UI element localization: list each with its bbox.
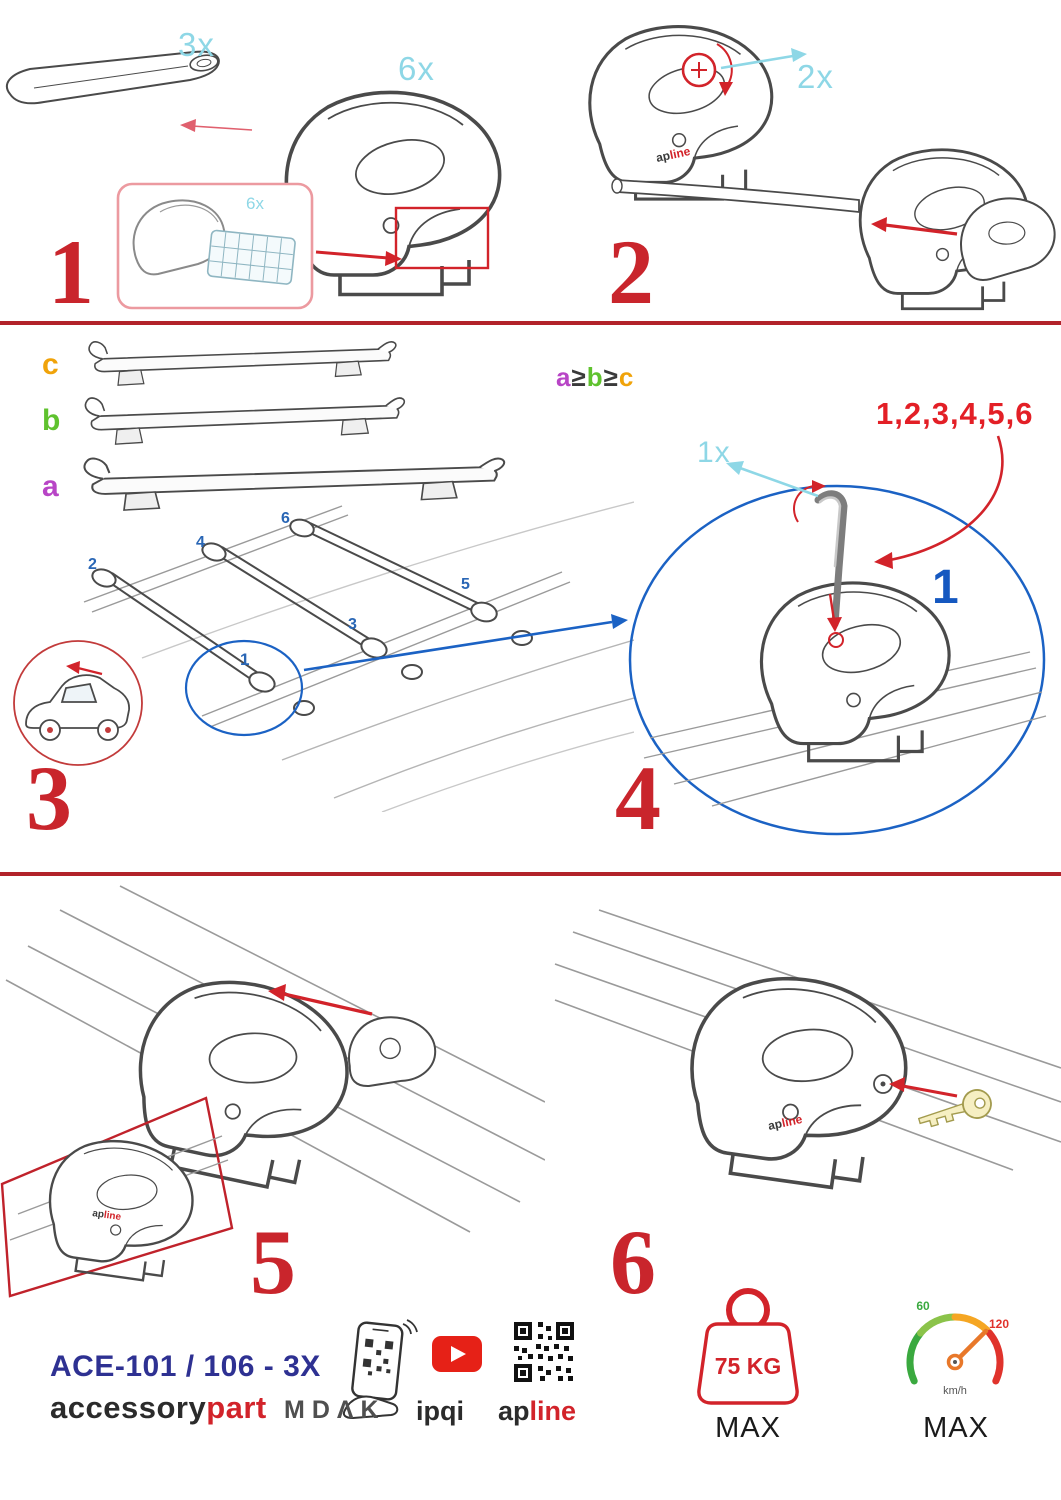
sequence-arrow [874, 435, 1004, 569]
rubber-pad [206, 229, 296, 285]
brand-accessory: accessory [50, 1390, 207, 1425]
foot-assembly [284, 90, 502, 297]
bar-label-b: b [42, 404, 61, 437]
youtube-icon [432, 1336, 482, 1372]
crossbar-end [616, 179, 860, 213]
brand-mdak: MDΛK [284, 1396, 386, 1424]
speed-high: 120 [989, 1317, 1009, 1331]
position-2: 2 [88, 556, 97, 573]
brand-part: part [206, 1390, 267, 1425]
first-position-label: 1 [932, 561, 959, 614]
speed-low: 60 [916, 1299, 930, 1313]
step1-illustration [5, 50, 502, 310]
apline-badge-inset: apline [92, 1208, 123, 1223]
step3-number: 3 [26, 747, 72, 849]
max-weight-icon: 75 KG [697, 1288, 799, 1405]
step2-illustration: apline [588, 25, 1056, 311]
roof-mounting-illustration [83, 501, 634, 812]
model-number: ACE-101 / 106 - 3X [50, 1350, 321, 1383]
brand-apline: apline [498, 1396, 576, 1427]
brand-accessorypart: accessorypart [50, 1390, 267, 1426]
tighten-sequence: 1,2,3,4,5,6 [876, 396, 1034, 431]
bar-label-c: c [42, 348, 59, 381]
position-3: 3 [348, 616, 357, 633]
bar-qty-label: 3x [178, 26, 215, 63]
foot-qty-label: 6x [398, 50, 435, 87]
brand-ap: ap [498, 1396, 530, 1426]
apline-badge-2: apline [767, 1112, 804, 1133]
step6-illustration: apline [554, 909, 1061, 1198]
step4-detail-illustration [628, 480, 1047, 836]
step6-number: 6 [610, 1211, 656, 1313]
crossbar-profile [5, 50, 220, 105]
car-inset [13, 640, 143, 766]
step5-number: 5 [250, 1211, 296, 1313]
qr-code-icon [512, 1320, 576, 1384]
hex-key [814, 490, 848, 628]
speed-max-label: MAX [923, 1412, 989, 1444]
size-order-note: a≥b≥c [556, 362, 634, 393]
detail-ellipse [628, 484, 1046, 836]
knob-qty-label: 2x [797, 58, 834, 95]
position-6: 6 [281, 510, 290, 527]
end-cover [960, 197, 1056, 281]
formula-ge2: ≥ [603, 362, 619, 392]
key-qty-arrow [726, 461, 819, 498]
inset-qty-label: 6x [246, 194, 264, 213]
step5-illustration: apline [0, 885, 545, 1298]
step4-number: 4 [615, 747, 661, 849]
bar-label-a: a [42, 470, 59, 503]
apline-badge: apline [655, 144, 692, 165]
section-divider-1 [0, 321, 1061, 325]
formula-a: a [556, 362, 572, 392]
key-icon [917, 1089, 992, 1128]
position1-circle [184, 639, 304, 737]
speed-unit: km/h [943, 1385, 967, 1397]
step2-number: 2 [608, 221, 654, 323]
bolt-highlight [828, 632, 844, 648]
brand-ipqi: ipqi [416, 1396, 464, 1426]
speedometer-icon: 60 120 km/h [906, 1299, 1009, 1397]
formula-b: b [586, 362, 604, 392]
inset-frame [0, 1096, 234, 1298]
pad-inset-box [116, 182, 314, 310]
position-5: 5 [461, 576, 470, 593]
formula-c: c [618, 362, 635, 392]
weight-value: 75 KG [715, 1353, 781, 1379]
position-4: 4 [196, 534, 205, 551]
phone-qr-icon [342, 1319, 418, 1420]
formula-ge1: ≥ [571, 362, 587, 392]
key-qty-label: 1x [697, 436, 731, 469]
position-1: 1 [240, 650, 250, 669]
section-divider-2 [0, 872, 1061, 876]
brand-line: line [529, 1396, 577, 1426]
step1-number: 1 [48, 221, 94, 323]
detail-zoom-arrow [303, 620, 613, 672]
cover-piece [348, 1016, 437, 1088]
pad-highlight-box [394, 206, 490, 270]
weight-max-label: MAX [715, 1412, 781, 1444]
